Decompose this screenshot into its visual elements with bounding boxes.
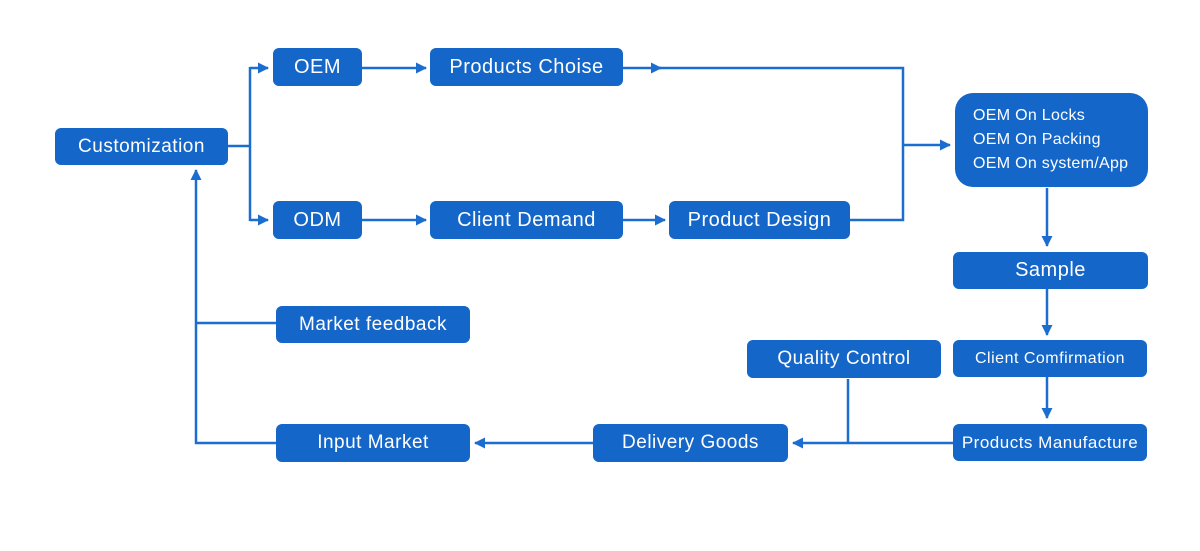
node-market-feedback-label: Market feedback [299, 313, 447, 335]
node-client-demand: Client Demand [430, 201, 623, 239]
node-oem-options-line1: OEM On Locks [973, 107, 1086, 124]
node-odm-label: ODM [293, 208, 342, 231]
node-product-design: Product Design [669, 201, 850, 239]
node-oem-options-line2: OEM On Packing [973, 131, 1101, 148]
node-client-demand-label: Client Demand [457, 208, 596, 231]
node-quality-control: Quality Control [747, 340, 941, 378]
node-product-design-label: Product Design [687, 208, 832, 231]
node-market-feedback: Market feedback [276, 306, 470, 343]
node-products-manufacture-label: Products Manufacture [961, 432, 1139, 452]
node-delivery-goods-label: Delivery Goods [622, 432, 759, 453]
node-input-market: Input Market [276, 424, 470, 462]
node-products-choise-label: Products Choise [449, 55, 604, 78]
node-customization-label: Customization [78, 135, 205, 157]
node-client-comfirmation: Client Comfirmation [953, 340, 1147, 377]
node-products-manufacture: Products Manufacture [953, 424, 1147, 461]
node-delivery-goods: Delivery Goods [593, 424, 788, 462]
node-oem-options-line3: OEM On system/App [973, 155, 1129, 172]
node-oem: OEM [273, 48, 362, 86]
node-odm: ODM [273, 201, 362, 239]
node-customization: Customization [55, 128, 228, 165]
node-sample-label: Sample [1015, 259, 1086, 281]
node-oem-label: OEM [293, 55, 342, 78]
node-input-market-label: Input Market [317, 432, 429, 453]
node-client-comfirmation-label: Client Comfirmation [975, 349, 1125, 367]
node-products-choise: Products Choise [430, 48, 623, 86]
node-sample: Sample [953, 252, 1148, 289]
node-quality-control-label: Quality Control [777, 348, 911, 369]
node-oem-options: OEM On Locks OEM On Packing OEM On syste… [955, 93, 1148, 187]
